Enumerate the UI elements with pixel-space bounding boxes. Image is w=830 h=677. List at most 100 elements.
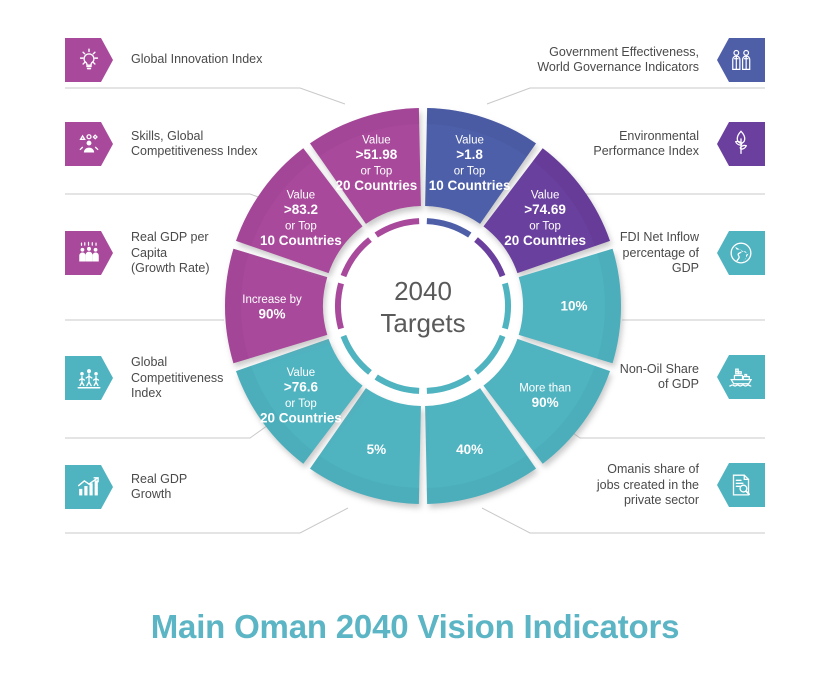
- callout-label-skills-global-competitiveness-index: Skills, Global Competitiveness Index: [131, 128, 258, 159]
- donut-segment-omanis-share-jobs[interactable]: [425, 388, 536, 504]
- plant-leaf-icon: [726, 129, 756, 159]
- badge-non-oil-share-of-gdp: [717, 355, 765, 399]
- segment-value-line: >1.8: [456, 147, 483, 162]
- bar-chart-up-icon: [74, 472, 104, 502]
- inner-ring-arc-global-innovation: [374, 218, 420, 238]
- callout-global-competitiveness-index[interactable]: Global Competitiveness Index: [65, 355, 223, 402]
- segment-value-line: More than: [519, 383, 571, 395]
- callout-environmental-performance-index[interactable]: Environmental Performance Index: [593, 122, 765, 166]
- segment-value-line: 5%: [367, 442, 387, 457]
- callout-real-gdp-growth[interactable]: Real GDP Growth: [65, 465, 187, 509]
- donut-segment-band-non-oil-share: [533, 365, 610, 464]
- segment-value-line: or Top: [285, 221, 317, 233]
- donut-segment-real-gdp-per-capita[interactable]: [224, 248, 328, 364]
- inner-ring-arc-gov-effectiveness: [426, 218, 472, 238]
- callout-label-real-gdp-growth: Real GDP Growth: [131, 471, 188, 502]
- segment-value-line: or Top: [285, 398, 317, 410]
- callout-fdi-net-inflow[interactable]: FDI Net Inflow percentage of GDP: [620, 230, 765, 277]
- donut-segment-band-skills-global-competitiveness: [236, 148, 313, 247]
- donut-segment-environmental-performance[interactable]: [483, 148, 610, 274]
- segment-value-line: >76.6: [284, 380, 319, 395]
- callout-label-global-competitiveness-index: Global Competitiveness Index: [131, 355, 224, 400]
- inner-ring-arc-global-competitiveness: [340, 334, 372, 375]
- callout-non-oil-share-of-gdp[interactable]: Non-Oil Share of GDP: [620, 355, 765, 399]
- donut-segment-band-fdi-net-inflow: [597, 248, 622, 364]
- segment-value-line: Increase by: [242, 294, 302, 306]
- donut-segment-band-omanis-share-jobs: [426, 455, 536, 504]
- lightbulb-icon: [74, 45, 104, 75]
- badge-shape: [717, 38, 765, 82]
- donut-segment-band-global-innovation: [310, 108, 420, 157]
- segment-value-line: Value: [455, 135, 484, 147]
- callout-label-real-gdp-per-capita: Real GDP per Capita (Growth Rate): [131, 230, 210, 275]
- donut-segment-global-competitiveness[interactable]: [236, 338, 363, 464]
- callout-label-non-oil-share-of-gdp: Non-Oil Share of GDP: [619, 361, 699, 392]
- badge-real-gdp-growth: [65, 465, 113, 509]
- segment-value-line: 10 Countries: [260, 233, 342, 248]
- segment-value-line: or Top: [361, 166, 393, 178]
- leader-left-5: [65, 507, 349, 534]
- callout-skills-global-competitiveness-index[interactable]: Skills, Global Competitiveness Index: [65, 122, 257, 166]
- callout-omanis-share-of-jobs[interactable]: Omanis share of jobs created in the priv…: [597, 462, 765, 509]
- badge-skills-global-competitiveness-index: [65, 122, 113, 166]
- donut-segment-global-innovation[interactable]: [310, 108, 421, 224]
- donut-segment-skills-global-competitiveness[interactable]: [236, 148, 363, 274]
- segment-value-line: 20 Countries: [260, 411, 342, 426]
- inner-ring-arc-real-gdp-per-capita: [335, 282, 344, 330]
- callout-global-innovation-index[interactable]: Global Innovation Index: [65, 38, 262, 82]
- segment-value-line: 90%: [532, 395, 559, 410]
- inner-ring-arc-environmental-performance: [474, 237, 506, 278]
- callout-label-global-innovation-index: Global Innovation Index: [131, 52, 263, 67]
- donut-segment-band-global-competitiveness: [236, 365, 313, 464]
- badge-shape: [717, 355, 765, 399]
- donut-segment-gov-effectiveness[interactable]: [425, 108, 536, 224]
- segment-value-line: 40%: [456, 442, 483, 457]
- segment-value-line: >51.98: [356, 147, 398, 162]
- donut-segments: [224, 108, 622, 504]
- badge-government-effectiveness: [717, 38, 765, 82]
- leader-left-1: [65, 87, 346, 105]
- segment-value-line: >74.69: [524, 202, 566, 217]
- donut-segment-band-environmental-performance: [533, 148, 610, 247]
- segment-value-line: >83.2: [284, 202, 318, 217]
- donut-segment-band-gov-effectiveness: [426, 108, 536, 157]
- center-label-year: 2040: [394, 276, 452, 306]
- segment-value-line: 20 Countries: [504, 233, 586, 248]
- callout-label-environmental-performance-index: Environmental Performance Index: [593, 128, 699, 159]
- segment-value-line: 10%: [560, 299, 587, 314]
- badge-real-gdp-per-capita: [65, 231, 113, 276]
- inner-ring-arc-skills-global-competitiveness: [340, 237, 372, 278]
- inner-ring-arc-real-gdp-growth: [374, 374, 420, 394]
- donut-segment-fdi-net-inflow[interactable]: [518, 248, 622, 364]
- badge-shape: [717, 463, 765, 508]
- donut-inner-ring: [335, 218, 511, 394]
- badge-fdi-net-inflow: [717, 231, 765, 276]
- donut-segment-band-real-gdp-per-capita: [224, 248, 249, 364]
- segment-value-line: Value: [362, 135, 391, 147]
- badge-global-innovation-index: [65, 38, 113, 82]
- segment-value-line: Value: [531, 190, 560, 202]
- leader-right-1: [486, 87, 765, 105]
- document-search-icon: [726, 470, 756, 500]
- inner-ring-arc-fdi-net-inflow: [502, 282, 511, 330]
- segment-value-line: Value: [287, 367, 316, 379]
- cargo-ship-icon: [726, 362, 756, 392]
- page-title: Main Oman 2040 Vision Indicators: [150, 608, 680, 645]
- callout-real-gdp-per-capita[interactable]: Real GDP per Capita (Growth Rate): [65, 230, 210, 277]
- globe-icon: [726, 238, 756, 268]
- badge-omanis-share-of-jobs: [717, 463, 765, 508]
- callout-label-fdi-net-inflow: FDI Net Inflow percentage of GDP: [619, 230, 699, 275]
- inner-ring-arc-non-oil-share: [474, 334, 506, 375]
- segment-value-line: 90%: [258, 306, 285, 321]
- segment-value-line: Value: [287, 190, 316, 202]
- leader-right-5: [481, 507, 765, 534]
- skills-person-icon: [74, 129, 104, 159]
- donut-segment-real-gdp-growth[interactable]: [310, 388, 421, 504]
- segment-value-line: or Top: [454, 166, 486, 178]
- donut-segment-band-real-gdp-growth: [310, 455, 420, 504]
- donut-segment-non-oil-share[interactable]: [483, 338, 610, 464]
- callout-government-effectiveness[interactable]: Government Effectiveness, World Governan…: [537, 38, 765, 82]
